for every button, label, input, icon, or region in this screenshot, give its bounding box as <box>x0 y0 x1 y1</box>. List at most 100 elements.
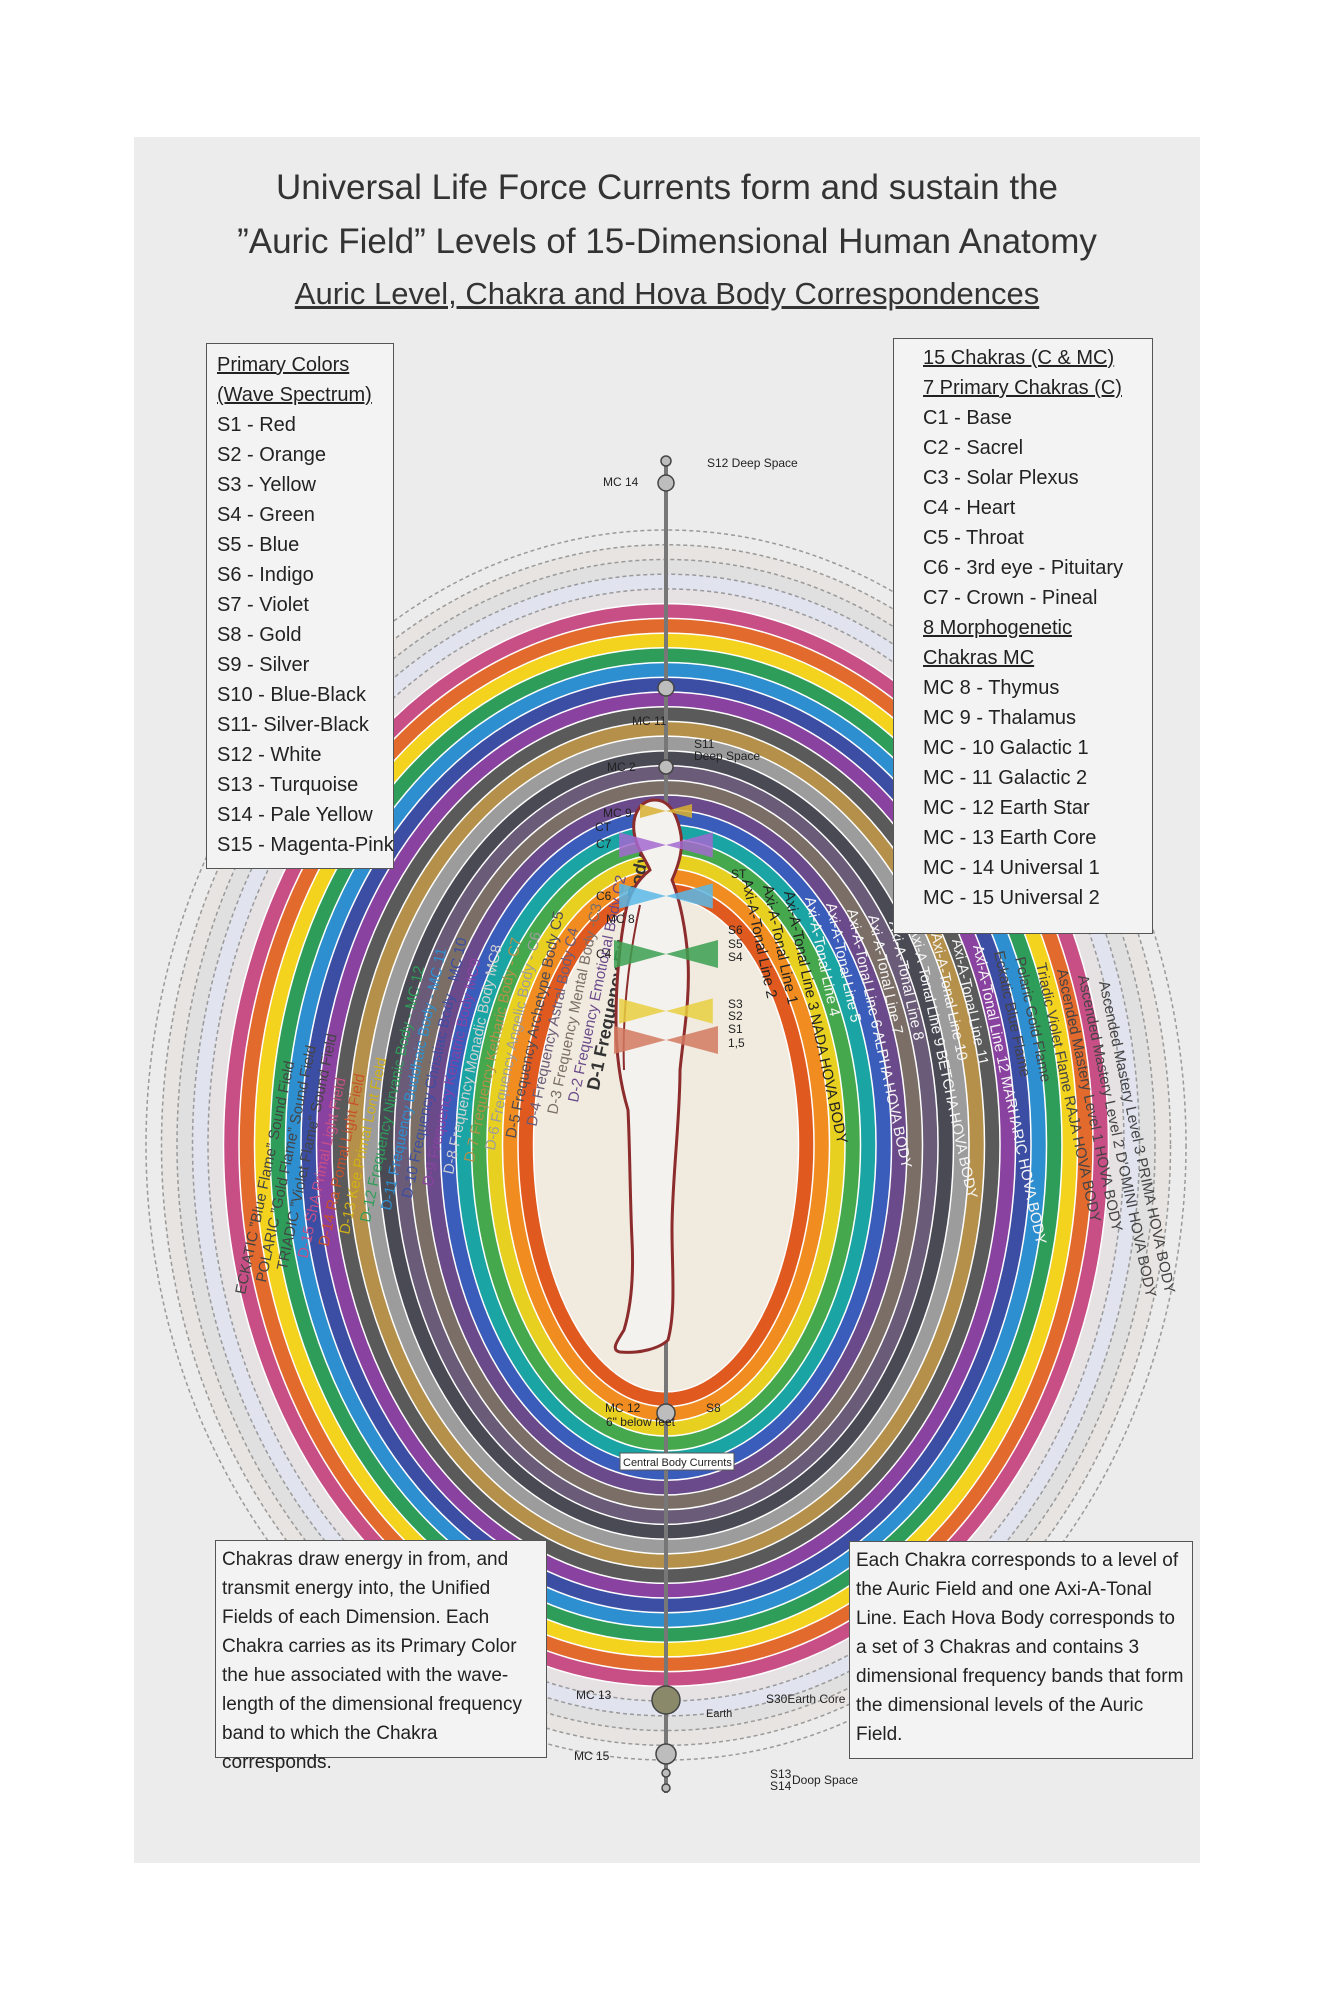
color-item-11: S11- Silver-Black <box>217 714 369 736</box>
label-s30: S30Earth Core <box>766 1692 846 1706</box>
label-doop-space: Doop Space <box>792 1773 858 1787</box>
morpho-chakra-item-4: MC - 11 Galactic 2 <box>923 767 1088 789</box>
chakra-cone-6-left <box>614 1026 666 1054</box>
chakras-box: 15 Chakras (C & MC) 7 Primary Chakras (C… <box>893 338 1153 934</box>
color-item-12: S12 - White <box>217 744 322 766</box>
central-body-label-box <box>619 1452 735 1471</box>
morpho-chakra-item-1: MC 8 - Thymus <box>923 677 1060 699</box>
axis-node-9 <box>661 1783 671 1793</box>
wave-spectrum-heading: (Wave Spectrum) <box>217 384 372 406</box>
chakra-cone-6-right <box>666 1026 718 1054</box>
primary-colors-heading: Primary Colors <box>217 354 350 376</box>
label-s4: S4 <box>728 950 743 964</box>
label-st: ST <box>731 867 747 881</box>
label-c7: C7 <box>596 837 612 851</box>
color-item-4: S4 - Green <box>217 504 315 526</box>
title-line-1: Universal Life Force Currents form and s… <box>276 168 1058 207</box>
axis-node-2 <box>657 474 675 492</box>
chakra-cone-1-right <box>666 804 692 818</box>
label-mc11: MC 11 <box>632 714 667 728</box>
morpho-chakra-item-2: MC 9 - Thalamus <box>923 707 1077 729</box>
axis-node-7 <box>655 1743 677 1765</box>
color-item-3: S3 - Yellow <box>217 474 316 496</box>
axis-node-6 <box>651 1685 681 1715</box>
morphogenetic-heading: 8 Morphogenetic <box>923 617 1072 639</box>
color-item-9: S9 - Silver <box>217 654 310 676</box>
axis-node-8 <box>661 1768 671 1778</box>
label-s6: S6 <box>728 923 743 937</box>
primary-chakra-item-4: C4 - Heart <box>923 497 1016 519</box>
morpho-chakra-item-3: MC - 10 Galactic 1 <box>923 737 1089 759</box>
label-s1: S1 <box>728 1022 743 1036</box>
chakra-cone-5-left <box>619 998 666 1024</box>
label-s5: S5 <box>728 937 743 951</box>
color-item-13: S13 - Turquoise <box>217 774 359 796</box>
axis-node-1 <box>660 455 672 467</box>
label-mc9: MC 9 <box>603 806 632 820</box>
chakra-cone-3-left <box>619 883 666 909</box>
label-mc2: MC 2 <box>607 760 636 774</box>
primary-chakras-heading: 7 Primary Chakras (C) <box>923 377 1122 399</box>
subtitle: Auric Level, Chakra and Hova Body Corres… <box>294 276 1040 311</box>
color-item-1: S1 - Red <box>217 414 296 436</box>
label-c4: C4 <box>596 947 612 961</box>
chakras-heading: 15 Chakras (C & MC) <box>923 347 1115 369</box>
label-c6: C6 <box>596 889 612 903</box>
axis-nodes <box>651 455 681 1793</box>
axis-node-4 <box>658 759 674 775</box>
label-s13: S13 <box>770 1767 792 1781</box>
title-line-2: ”Auric Field” Levels of 15-Dimensional H… <box>237 222 1097 261</box>
morpho-chakra-item-8: MC - 15 Universal 2 <box>923 887 1100 909</box>
primary-chakra-item-7: C7 - Crown - Pineal <box>923 587 1098 609</box>
label-mc14: MC 14 <box>603 475 639 489</box>
chakra-cone-2-right <box>666 832 713 858</box>
chakra-cone-2-left <box>619 832 666 858</box>
label-mc13: MC 13 <box>576 1688 612 1702</box>
note-right: Each Chakra corresponds to a level of th… <box>849 1541 1193 1759</box>
label-earth: Earth <box>706 1708 732 1720</box>
color-item-6: S6 - Indigo <box>217 564 314 586</box>
note-left: Chakras draw energy in from, and transmi… <box>215 1540 547 1773</box>
label-below-feet: 6" below feet <box>606 1415 676 1429</box>
color-item-5: S5 - Blue <box>217 534 300 556</box>
label-s14: S14 <box>770 1779 792 1793</box>
primary-chakra-item-3: C3 - Solar Plexus <box>923 467 1079 489</box>
morpho-chakra-item-6: MC - 13 Earth Core <box>923 827 1097 849</box>
label-s15: 1,5 <box>728 1036 745 1050</box>
chakra-cone-4-right <box>666 940 718 968</box>
primary-chakra-item-1: C1 - Base <box>923 407 1012 429</box>
morphogenetic-heading-2: Chakras MC <box>923 647 1035 669</box>
primary-chakra-item-2: C2 - Sacrel <box>923 437 1024 459</box>
axis-node-3 <box>657 679 675 697</box>
label-s11: S11 <box>694 737 715 751</box>
color-item-15: S15 - Magenta-Pink <box>217 834 394 856</box>
chakra-cone-3-right <box>666 883 713 909</box>
morpho-chakra-item-7: MC - 14 Universal 1 <box>923 857 1100 879</box>
primary-chakra-item-5: C5 - Throat <box>923 527 1024 549</box>
chakra-cones <box>614 804 718 1054</box>
primary-chakra-item-6: C6 - 3rd eye - Pituitary <box>923 557 1124 579</box>
label-s12: S12 Deep Space <box>707 456 798 470</box>
chakra-cone-1-left <box>640 804 666 818</box>
color-item-2: S2 - Orange <box>217 444 326 466</box>
label-mc15: MC 15 <box>574 1749 610 1763</box>
label-s8: S8 <box>706 1401 721 1415</box>
label-s2: S2 <box>728 1009 743 1023</box>
label-s3: S3 <box>728 997 743 1011</box>
color-item-10: S10 - Blue-Black <box>217 684 366 706</box>
label-mc8: MC 8 <box>606 912 635 926</box>
chakra-cone-4-left <box>614 940 666 968</box>
chakra-cone-5-right <box>666 998 713 1024</box>
color-item-7: S7 - Violet <box>217 594 309 616</box>
label-mc12: MC 12 <box>605 1401 641 1415</box>
human-body-figure <box>613 798 690 1354</box>
morpho-chakra-item-5: MC - 12 Earth Star <box>923 797 1090 819</box>
axis-node-5 <box>656 1403 676 1423</box>
color-item-8: S8 - Gold <box>217 624 302 646</box>
label-s11-deep: Deep Space <box>694 749 760 763</box>
label-ct: CT <box>595 820 612 834</box>
label-central: Central Body Currents <box>623 1457 732 1469</box>
color-item-14: S14 - Pale Yellow <box>217 804 373 826</box>
